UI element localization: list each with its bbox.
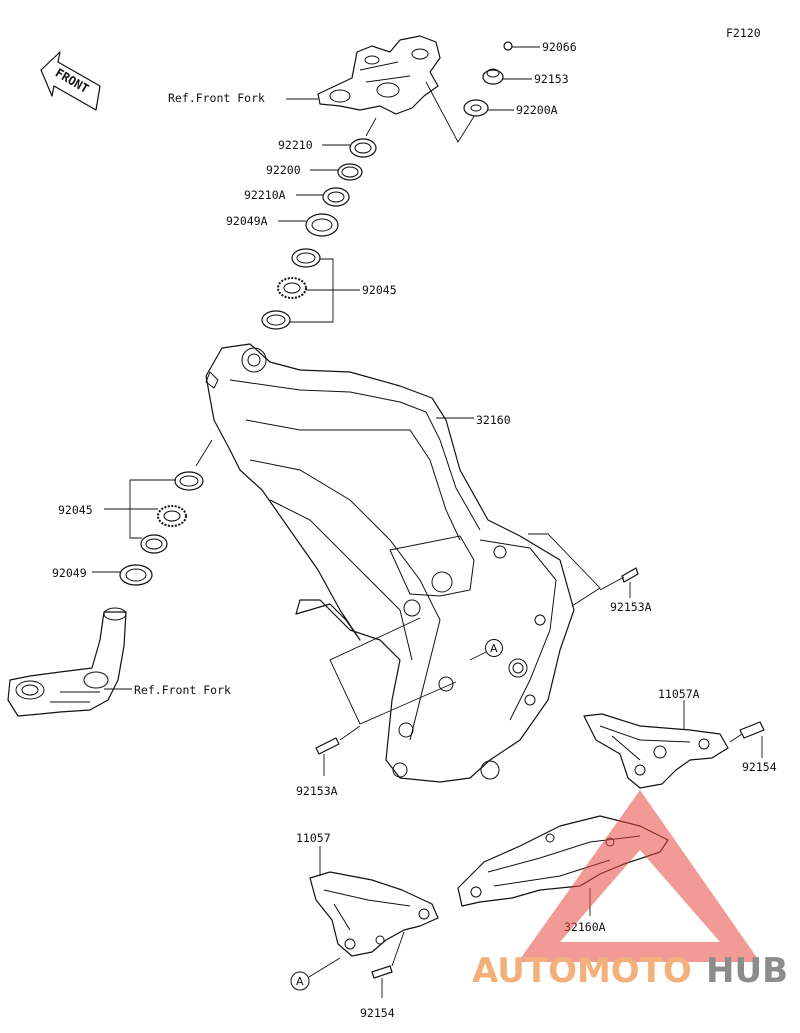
- part-92045-left: [140, 471, 204, 554]
- label-92153A-bottom: 92153A: [296, 784, 338, 798]
- part-92049: [119, 564, 153, 586]
- part-92049A: [305, 213, 339, 237]
- watermark-word-orange: AUTOMOTO: [472, 951, 692, 991]
- watermark-logo: [518, 790, 760, 962]
- label-92153A-right: 92153A: [610, 600, 652, 614]
- label-92049A: 92049A: [226, 214, 268, 228]
- label-32160: 32160: [476, 413, 511, 427]
- label-92066: 92066: [542, 40, 577, 54]
- ref-front-fork-top: Ref.Front Fork: [168, 91, 265, 105]
- label-92210A: 92210A: [244, 188, 286, 202]
- upper-bracket: [317, 35, 441, 115]
- part-92153A-right: [599, 567, 639, 591]
- label-92200A: 92200A: [516, 103, 558, 117]
- label-92154-bottom: 92154: [360, 1006, 395, 1020]
- part-92210: [349, 138, 377, 158]
- watermark-triangle-icon: [518, 790, 760, 962]
- label-92200: 92200: [266, 163, 301, 177]
- part-92066: [503, 41, 540, 51]
- front-arrow-icon: FRONT: [40, 51, 101, 111]
- watermark-word-gray: HUB: [706, 951, 788, 991]
- callout-a-frame-letter: A: [490, 642, 498, 655]
- part-92045-top: [261, 248, 321, 330]
- label-92049: 92049: [52, 566, 87, 580]
- callout-a-bracket: A: [290, 971, 310, 991]
- callout-a-frame: A: [485, 639, 503, 657]
- bracket-11057: [309, 871, 439, 957]
- label-92153: 92153: [534, 72, 569, 86]
- label-92045-top: 92045: [362, 283, 397, 297]
- label-11057A: 11057A: [658, 687, 700, 701]
- label-11057: 11057: [296, 831, 331, 845]
- callout-a-bracket-letter: A: [296, 975, 304, 988]
- lower-bracket-stem: [7, 607, 127, 717]
- label-92045-left: 92045: [58, 503, 93, 517]
- part-92154-right: [729, 721, 765, 743]
- bracket-11057A: [583, 713, 729, 789]
- part-92200: [337, 163, 363, 181]
- part-92154-bottom: [371, 965, 393, 979]
- part-92153A-bottom: [315, 737, 340, 755]
- ref-front-fork-bottom: Ref.Front Fork: [134, 683, 231, 697]
- label-92154-right: 92154: [742, 760, 777, 774]
- main-frame-32160: [205, 343, 575, 783]
- diagram-code: F2120: [726, 26, 761, 40]
- part-92200A: [463, 99, 514, 117]
- label-92210: 92210: [278, 138, 313, 152]
- part-92210A: [322, 187, 350, 207]
- part-92153: [482, 68, 532, 85]
